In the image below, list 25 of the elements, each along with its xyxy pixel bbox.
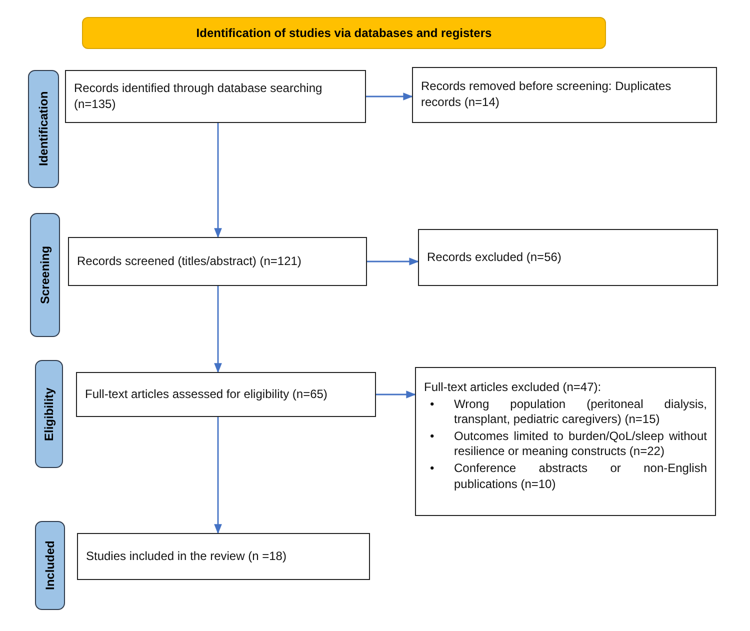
arrow [367,258,419,266]
bullet-mark: • [430,460,434,475]
stage-label: Included [35,521,65,610]
title-banner: Identification of studies via databases and registers [82,17,606,49]
stage-label: Identification [28,70,59,188]
arrow [214,417,222,534]
stage-label: Screening [30,213,60,337]
bullet-item: Conference abstracts or non-English publications (n=10) [454,460,707,492]
arrow [376,390,416,398]
bullet-item: Wrong population (peritoneal dialysis, transplant, pediatric caregivers) (n=15) [454,396,707,428]
box-heading: Full-text articles excluded (n=47): [424,380,602,396]
bullet-mark: • [430,428,434,443]
process-box: Records screened (titles/abstract) (n=121) [68,237,367,286]
stage-label: Eligibility [35,360,63,468]
process-box: Records excluded (n=56) [418,229,718,286]
bullet-mark: • [430,396,434,411]
arrow [214,123,222,238]
arrow [366,92,413,100]
exclusion-box [415,367,716,516]
process-box: Records identified through database searching (n=135) [65,70,366,123]
process-box: Studies included in the review (n =18) [77,533,370,580]
arrow [214,286,222,373]
process-box: Records removed before screening: Duplicates records (n=14) [412,67,717,123]
bullet-item: Outcomes limited to burden/QoL/sleep without resilience or meaning constructs (n=22) [454,428,707,460]
process-box: Full-text articles assessed for eligibility (n=65) [76,372,376,417]
